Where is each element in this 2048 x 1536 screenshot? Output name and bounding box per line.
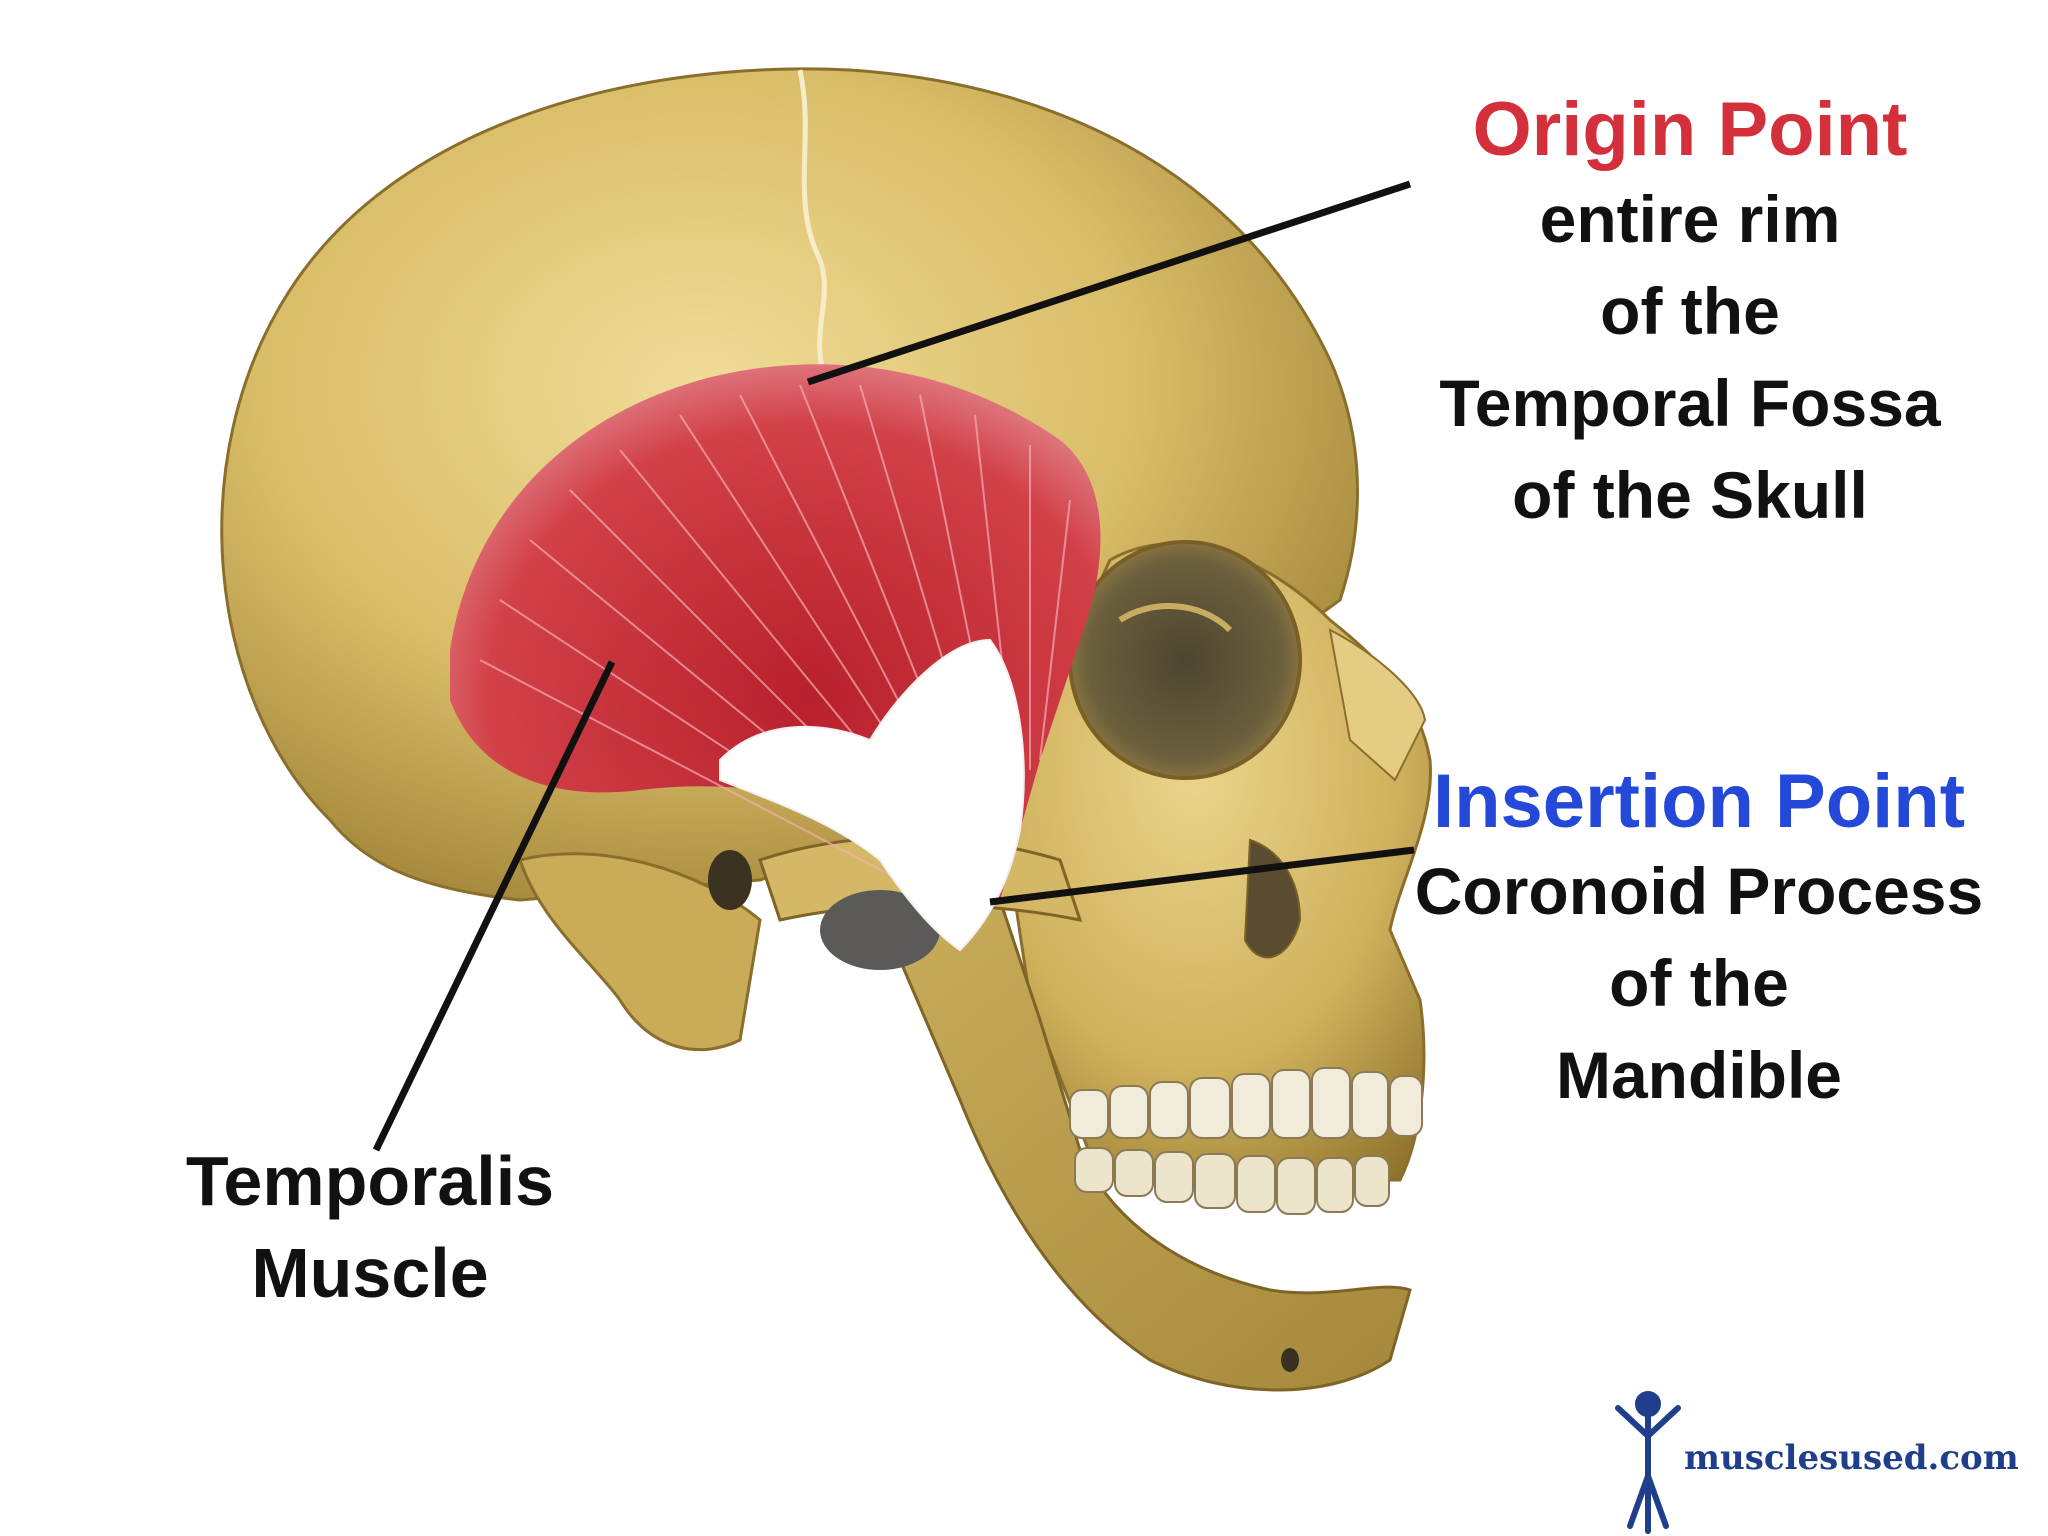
nasal-bone: [1328, 628, 1427, 782]
mastoid-region: [518, 852, 762, 1052]
infratemporal-fossa: [820, 890, 940, 970]
origin-line-1: entire rim: [1539, 182, 1841, 256]
mental-foramen: [1281, 1348, 1299, 1372]
insertion-leader-line: [989, 846, 1415, 906]
site-watermark: musclesused.com: [1608, 1386, 2048, 1536]
muscle-line-2: Muscle: [251, 1234, 489, 1312]
origin-line-2: of the: [1600, 274, 1780, 348]
muscle-leader-line: [372, 660, 616, 1152]
muscle-label: Temporalis Muscle: [60, 1146, 680, 1330]
coronal-suture: [797, 69, 833, 392]
insertion-heading: Insertion Point: [1433, 759, 1965, 844]
origin-leader-line: [806, 180, 1412, 386]
insertion-line-3: Mandible: [1555, 1038, 1842, 1112]
insertion-line-2: of the: [1609, 946, 1789, 1020]
lower-teeth: [1074, 1147, 1390, 1215]
ear-canal: [708, 850, 752, 910]
origin-label: Origin Point entire rim of the Temporal …: [1330, 92, 2048, 554]
upper-teeth: [1069, 1067, 1423, 1139]
muscle-line-1: Temporalis: [185, 1142, 555, 1220]
watermark-text: musclesused.com: [1684, 1438, 2019, 1478]
origin-line-3: Temporal Fossa: [1439, 366, 1941, 440]
insertion-label: Insertion Point Coronoid Process of the …: [1350, 764, 2048, 1134]
stick-figure-icon: [1615, 1391, 1681, 1534]
eye-orbit: [1068, 540, 1302, 780]
insertion-line-1: Coronoid Process: [1414, 854, 1984, 928]
temporalis-tendon: [719, 638, 1025, 952]
origin-line-4: of the Skull: [1512, 458, 1868, 532]
origin-heading: Origin Point: [1472, 87, 1908, 172]
